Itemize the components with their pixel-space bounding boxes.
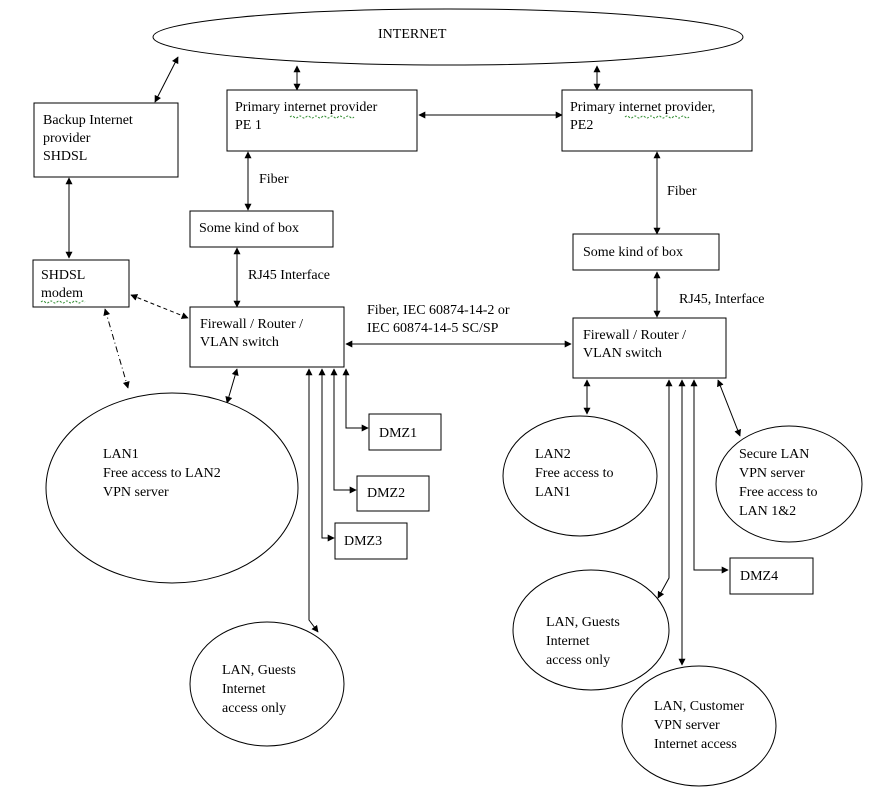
svg-text:LAN, Guests Internet: LAN, Guests Internet access only <box>546 615 623 668</box>
svg-text:Secure LAN VPN server: Secure LAN VPN server Free access to LAN… <box>739 447 821 519</box>
secure-lan-line-3: Free access to <box>739 485 818 500</box>
svg-text:Primary internet provider: Primary internet provider PE 1 <box>235 100 381 133</box>
shdsl-modem-line-1: SHDSL <box>41 268 85 283</box>
firewall2-line-1: Firewall / Router / <box>583 328 686 343</box>
firewall1-box: Firewall / Router / VLAN switch <box>189 306 345 368</box>
spellcheck-underline <box>624 115 690 119</box>
lan-guests1-ellipse: LAN, Guests Internet access only <box>189 621 345 747</box>
firewall2-line-2: VLAN switch <box>583 346 662 361</box>
lan-customer-line-1: LAN, Customer <box>654 699 745 714</box>
box1: Some kind of box <box>189 210 334 248</box>
dmz2-label: DMZ2 <box>367 486 405 501</box>
svg-text:Primary internet provider,: Primary internet provider, PE2 <box>570 100 719 133</box>
edge-firewall1-lan1 <box>225 368 239 404</box>
secure-lan-line-2: VPN server <box>739 466 805 481</box>
spellcheck-underline <box>289 115 355 119</box>
lan2-ellipse: LAN2 Free access to LAN1 <box>502 415 658 537</box>
firewall1-line-1: Firewall / Router / <box>200 317 303 332</box>
pe1-line-2: PE 1 <box>235 118 262 133</box>
pe2-box: Primary internet provider, PE2 <box>561 89 753 152</box>
lan-guests2-line-3: access only <box>546 653 610 668</box>
secure-lan-line-1: Secure LAN <box>739 447 809 462</box>
internet-label: INTERNET <box>378 27 447 42</box>
pe2-line-2: PE2 <box>570 118 593 133</box>
lan1-line-1: LAN1 <box>103 447 139 462</box>
connectors <box>65 56 741 666</box>
edge-firewall2-dmz4 <box>690 379 729 574</box>
firewall1-line-2: VLAN switch <box>200 335 279 350</box>
box1-label: Some kind of box <box>199 221 299 236</box>
lan-customer-ellipse: LAN, Customer VPN server Internet access <box>621 665 777 787</box>
edge-firewall1-guests1 <box>305 368 319 633</box>
lan2-line-3: LAN1 <box>535 485 571 500</box>
dmz3-box: DMZ3 <box>334 522 408 560</box>
lan-guests1-line-1: LAN, Guests <box>222 663 296 678</box>
fiber-iec-line-1: Fiber, IEC 60874-14-2 or <box>367 303 510 318</box>
secure-lan-line-4: LAN 1&2 <box>739 504 796 519</box>
pe2-line-1: Primary internet provider, <box>570 100 715 115</box>
backup-provider-box: Backup Internet provider SHDSL <box>33 102 179 178</box>
lan-customer-line-3: Internet access <box>654 737 737 752</box>
backup-provider-line-1: Backup Internet <box>43 113 133 128</box>
shdsl-modem-box: SHDSL modem <box>32 259 130 308</box>
spellcheck-underline <box>40 300 86 304</box>
lan-guests2-line-2: Internet <box>546 634 590 649</box>
lan-customer-line-2: VPN server <box>654 718 720 733</box>
rj45-label-right: RJ45, Interface <box>679 292 765 307</box>
edge-firewall2-guests2 <box>657 379 673 599</box>
svg-text:Firewall / Router / VLAN: Firewall / Router / VLAN switch <box>200 317 307 350</box>
edge-modem-lan1 <box>103 308 130 389</box>
edge-firewall1-dmz1 <box>342 368 369 432</box>
lan1-ellipse: LAN1 Free access to LAN2 VPN server <box>45 392 299 584</box>
edge-backup-internet <box>154 56 179 103</box>
dmz4-label: DMZ4 <box>740 569 778 584</box>
dmz3-label: DMZ3 <box>344 534 382 549</box>
svg-text:Firewall / Router / VLAN: Firewall / Router / VLAN switch <box>583 328 690 361</box>
internet-cloud: INTERNET <box>152 8 744 66</box>
lan-guests1-line-3: access only <box>222 701 286 716</box>
rj45-label-left: RJ45 Interface <box>248 268 330 283</box>
dmz1-box: DMZ1 <box>368 413 442 451</box>
dmz1-label: DMZ1 <box>379 426 417 441</box>
svg-text:LAN2 Free access to: LAN2 Free access to LAN1 <box>535 447 617 500</box>
firewall2-box: Firewall / Router / VLAN switch <box>572 317 727 379</box>
backup-provider-line-3: SHDSL <box>43 149 87 164</box>
lan1-line-2: Free access to LAN2 <box>103 466 221 481</box>
svg-text:LAN, Customer VPN server: LAN, Customer VPN server Internet access <box>654 699 748 752</box>
edge-firewall2-secure <box>717 379 741 437</box>
lan1-line-3: VPN server <box>103 485 169 500</box>
svg-text:Backup Internet provider: Backup Internet provider SHDSL <box>43 113 136 164</box>
box2: Some kind of box <box>572 233 720 271</box>
lan-guests1-line-2: Internet <box>222 682 266 697</box>
lan2-line-1: LAN2 <box>535 447 571 462</box>
dmz4-box: DMZ4 <box>729 557 814 595</box>
lan-guests2-line-1: LAN, Guests <box>546 615 620 630</box>
svg-text:LAN1 Free access to LAN2: LAN1 Free access to LAN2 VPN server <box>103 447 224 500</box>
edge-firewall1-dmz2 <box>330 368 357 494</box>
secure-lan-ellipse: Secure LAN VPN server Free access to LAN… <box>715 425 863 543</box>
dmz2-box: DMZ2 <box>356 475 430 512</box>
fiber-label-left: Fiber <box>259 172 289 187</box>
svg-text:Fiber, IEC 60874-14-2 or I: Fiber, IEC 60874-14-2 or IEC 60874-14-5 … <box>367 303 513 336</box>
pe1-box: Primary internet provider PE 1 <box>226 89 418 152</box>
lan-guests2-ellipse: LAN, Guests Internet access only <box>512 569 670 691</box>
fiber-iec-line-2: IEC 60874-14-5 SC/SP <box>367 321 499 336</box>
backup-provider-line-2: provider <box>43 131 91 146</box>
edge-modem-firewall1 <box>130 294 189 319</box>
shdsl-modem-line-2: modem <box>41 286 83 301</box>
fiber-label-right: Fiber <box>667 184 697 199</box>
box2-label: Some kind of box <box>583 245 683 260</box>
lan2-line-2: Free access to <box>535 466 614 481</box>
edge-firewall1-dmz3 <box>318 368 335 542</box>
pe1-line-1: Primary internet provider <box>235 100 378 115</box>
svg-text:LAN, Guests Internet: LAN, Guests Internet access only <box>222 663 299 716</box>
svg-text:SHDSL modem: SHDSL modem <box>41 268 88 301</box>
